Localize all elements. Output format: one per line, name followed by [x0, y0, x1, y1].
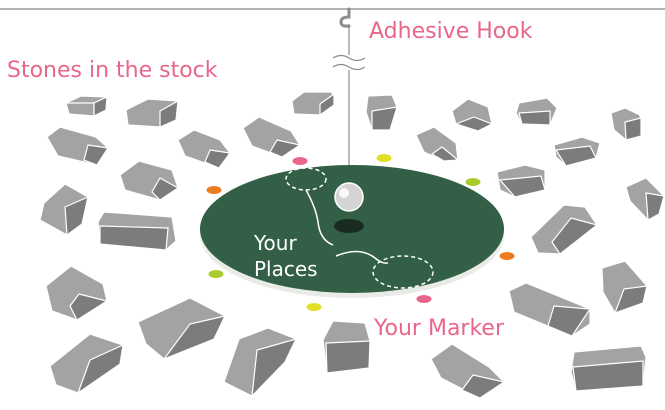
places-label-line2: Places: [254, 257, 318, 281]
stone-block-icon: [97, 211, 177, 251]
stone-block-icon: [177, 129, 232, 169]
stone-block-icon: [508, 282, 592, 337]
string-break-icon: [332, 54, 366, 71]
stone-block-icon: [242, 116, 302, 158]
stone-block-icon: [610, 107, 642, 141]
marker-disc-icon: [291, 156, 309, 166]
stone-block-icon: [570, 345, 647, 392]
stones-label: Stones in the stock: [7, 58, 218, 83]
hanging-ball-icon: [334, 182, 364, 212]
marker-disc-icon: [207, 269, 225, 279]
hook-label: Adhesive Hook: [369, 19, 533, 44]
stone-block-icon: [46, 126, 110, 166]
marker-disc-icon: [305, 302, 323, 312]
stone-block-icon: [625, 177, 665, 221]
marker-disc-icon: [464, 177, 482, 187]
marker-disc-icon: [498, 251, 516, 261]
stone-block-icon: [451, 98, 494, 132]
stone-block-icon: [322, 320, 371, 374]
marker-disc-icon: [205, 185, 223, 195]
marker-disc-icon: [375, 153, 393, 163]
stone-block-icon: [430, 343, 506, 399]
stone-block-icon: [415, 126, 460, 162]
stone-block-icon: [291, 91, 335, 117]
stone-block-icon: [49, 333, 124, 395]
place-circle-right: [372, 255, 434, 289]
stone-block-icon: [553, 136, 601, 167]
stone-block-icon: [530, 204, 599, 255]
stone-block-icon: [137, 297, 227, 361]
stone-block-icon: [601, 260, 648, 314]
stone-block-icon: [45, 265, 109, 321]
ball-shadow: [334, 219, 364, 233]
place-connector-left: [305, 189, 334, 246]
stone-block-icon: [515, 97, 558, 126]
stone-block-icon: [496, 164, 546, 198]
stone-block-icon: [65, 95, 108, 117]
stone-block-icon: [125, 98, 179, 128]
stone-block-icon: [39, 183, 89, 237]
hook-icon: [339, 7, 351, 28]
place-connector-right: [335, 250, 389, 264]
marker-disc-icon: [415, 294, 433, 304]
stone-block-icon: [223, 327, 298, 398]
stone-block-icon: [365, 94, 398, 131]
stone-block-icon: [119, 160, 180, 201]
places-label-line1: Your: [253, 231, 297, 255]
marker-label: Your Marker: [373, 316, 505, 341]
